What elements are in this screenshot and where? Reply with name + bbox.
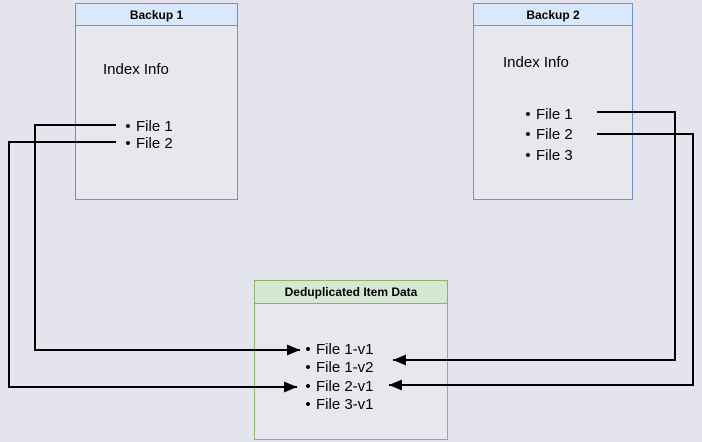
file-label: File 2 bbox=[136, 135, 173, 152]
file-label: File 2 bbox=[536, 126, 573, 144]
bullet-icon: • bbox=[305, 359, 311, 377]
file-label: File 1 bbox=[536, 105, 573, 123]
bullet-icon: • bbox=[525, 105, 531, 123]
bullet-icon: • bbox=[125, 135, 131, 152]
list-item: • File 1-v2 bbox=[300, 359, 374, 378]
backup2-index-label: Index Info bbox=[503, 54, 569, 71]
bullet-icon: • bbox=[525, 146, 531, 164]
backup2-file-list: • File 1 • File 2 • File 3 bbox=[520, 104, 573, 166]
bullet-icon: • bbox=[305, 396, 311, 414]
item-label: File 1-v2 bbox=[316, 359, 374, 377]
backup1-file-list: • File 1 • File 2 bbox=[120, 118, 173, 152]
backup1-title: Backup 1 bbox=[76, 4, 237, 26]
dedup-box: Deduplicated Item Data • File 1-v1 • Fil… bbox=[254, 280, 448, 440]
dedup-title: Deduplicated Item Data bbox=[255, 281, 447, 304]
file-label: File 1 bbox=[136, 118, 173, 135]
bullet-icon: • bbox=[305, 340, 311, 358]
backup1-index-label: Index Info bbox=[103, 61, 169, 78]
backup2-title: Backup 2 bbox=[474, 4, 632, 26]
dedup-item-list: • File 1-v1 • File 1-v2 • File 2-v1 • Fi… bbox=[300, 340, 374, 415]
list-item: • File 1-v1 bbox=[300, 340, 374, 359]
bullet-icon: • bbox=[525, 126, 531, 144]
bullet-icon: • bbox=[125, 118, 131, 135]
list-item: • File 1 bbox=[120, 118, 173, 135]
list-item: • File 2 bbox=[520, 125, 573, 146]
file-label: File 3 bbox=[536, 146, 573, 164]
list-item: • File 2 bbox=[120, 135, 173, 152]
bullet-icon: • bbox=[305, 377, 311, 395]
item-label: File 2-v1 bbox=[316, 377, 374, 395]
backup1-box: Backup 1 Index Info • File 1 • File 2 bbox=[75, 3, 238, 200]
list-item: • File 3-v1 bbox=[300, 396, 374, 415]
list-item: • File 2-v1 bbox=[300, 377, 374, 396]
item-label: File 1-v1 bbox=[316, 340, 374, 358]
list-item: • File 3 bbox=[520, 145, 573, 166]
item-label: File 3-v1 bbox=[316, 396, 374, 414]
list-item: • File 1 bbox=[520, 104, 573, 125]
backup2-box: Backup 2 Index Info • File 1 • File 2 • … bbox=[473, 3, 633, 200]
